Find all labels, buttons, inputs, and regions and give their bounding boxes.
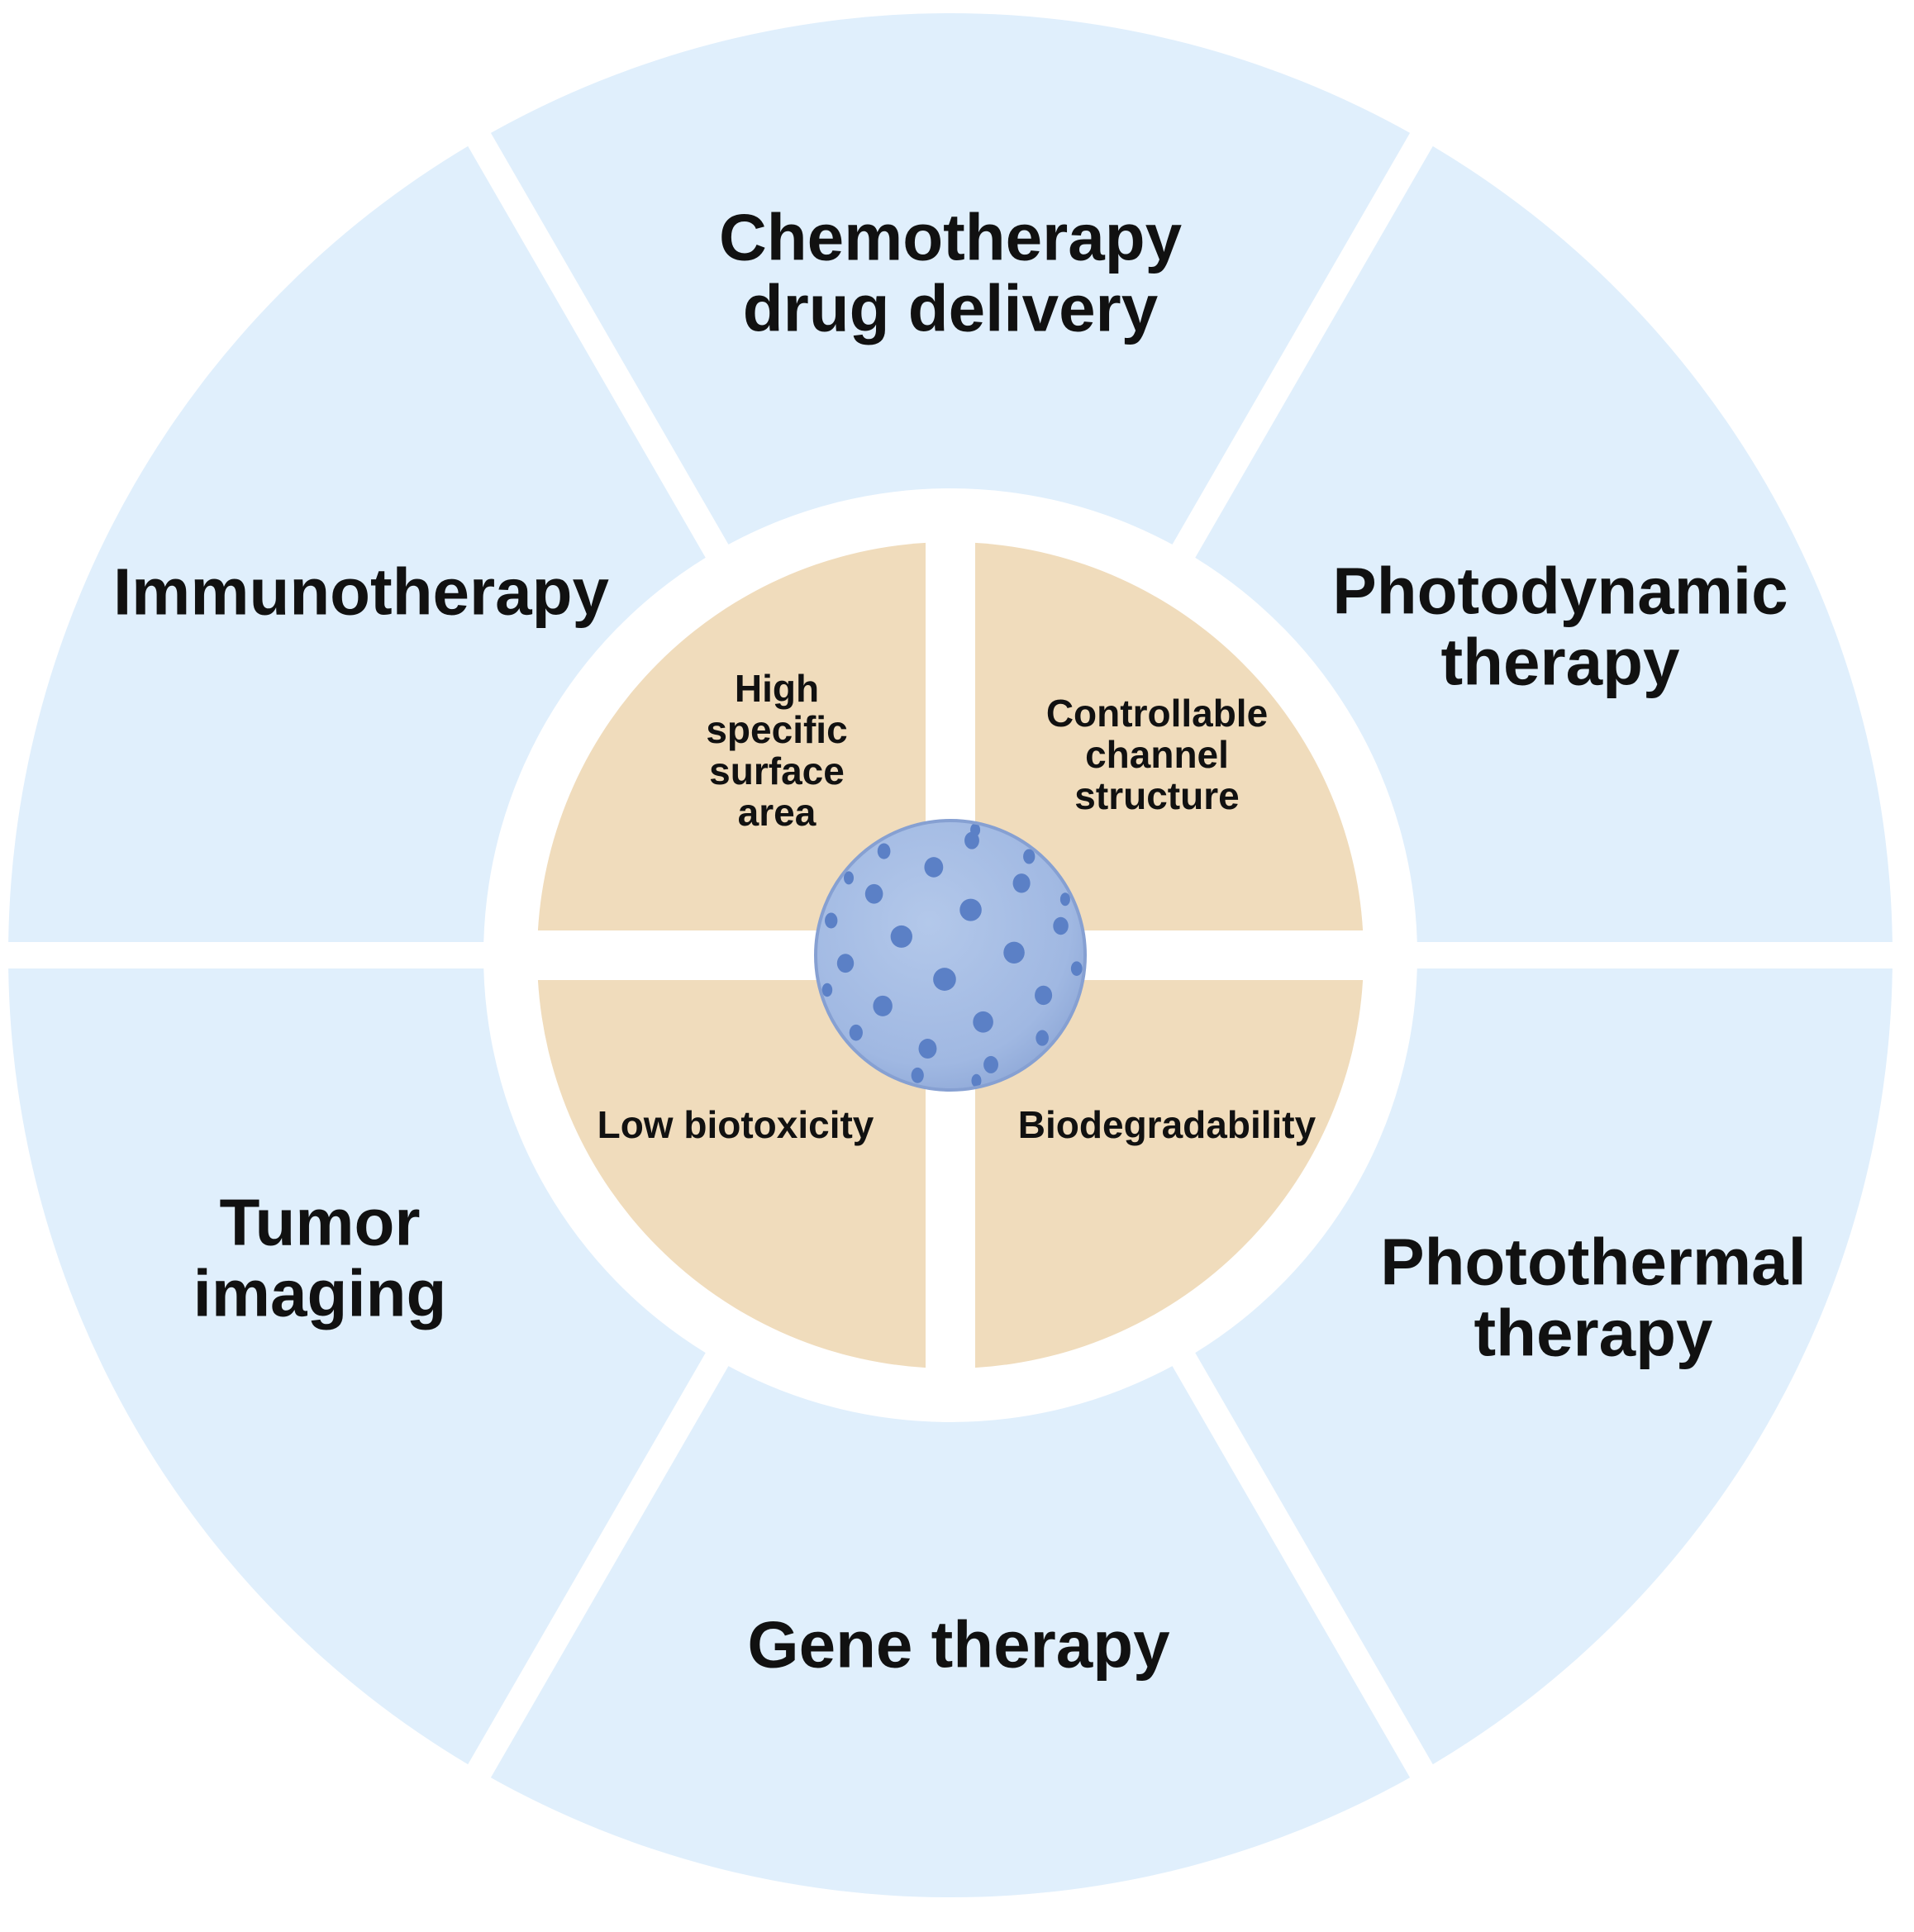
label-photodynamic-line: therapy (1441, 626, 1680, 699)
mesoporous-nanoparticle-icon (814, 819, 1087, 1092)
segment-immunotherapy (8, 145, 706, 943)
quadrant-biodegradability (975, 980, 1364, 1368)
pore (1023, 849, 1036, 864)
pore (1035, 985, 1053, 1006)
pore (970, 823, 981, 837)
outer-ring (8, 12, 1893, 1897)
quadrant-channel (975, 542, 1364, 930)
pore (821, 983, 833, 997)
pore (983, 1055, 998, 1073)
pore (1012, 873, 1031, 893)
label-channel-line: structure (1074, 774, 1239, 817)
label-gene: Gene therapy (747, 1608, 1170, 1682)
segment-tumor-imaging (8, 968, 706, 1765)
label-immunotherapy: Immunotherapy (113, 555, 610, 629)
quadrant-biotoxicity (537, 980, 926, 1368)
pore (844, 871, 855, 885)
label-chemotherapy-line: Chemotherapy (719, 201, 1183, 274)
segment-photothermal (1195, 968, 1893, 1765)
label-photodynamic-line: Photodynamic (1332, 554, 1788, 628)
pore (877, 843, 891, 859)
pore (973, 1011, 993, 1033)
pore (1059, 892, 1070, 907)
label-surface-area-line: surface (709, 749, 845, 792)
pore (1070, 961, 1083, 976)
label-biodegradability-line: Biodegradability (1018, 1103, 1316, 1146)
pore (1003, 941, 1025, 964)
pore (933, 968, 956, 991)
label-biotoxicity-line: Low biotoxicity (598, 1103, 874, 1146)
label-surface-area-line: area (738, 791, 817, 834)
label-tumor-imaging-line: Tumor (220, 1186, 421, 1259)
segment-chemotherapy (490, 12, 1411, 545)
pore (864, 883, 883, 904)
label-surface-area-line: High (735, 667, 819, 710)
pore (825, 912, 838, 929)
pore (1053, 916, 1069, 935)
pore (911, 1067, 924, 1083)
label-surface-area-line: specific (706, 708, 847, 751)
label-tumor-imaging-line: imaging (193, 1257, 447, 1330)
pore (971, 1073, 982, 1087)
label-chemotherapy-line: drug delivery (743, 272, 1159, 345)
label-immunotherapy-line: Immunotherapy (113, 555, 610, 629)
pore (873, 995, 893, 1016)
label-channel-line: Controllable (1046, 692, 1268, 735)
segment-photodynamic (1195, 145, 1893, 943)
label-photothermal-line: Photothermal (1380, 1225, 1807, 1299)
label-channel-line: channel (1085, 733, 1229, 776)
label-biodegradability: Biodegradability (1018, 1103, 1316, 1146)
pore (836, 954, 855, 973)
pore (924, 857, 944, 878)
pore (959, 898, 982, 921)
pore (849, 1024, 863, 1041)
quadrant-surface-area (537, 542, 926, 930)
pore (1036, 1030, 1049, 1046)
segment-gene (490, 1366, 1411, 1897)
inner-disc (537, 542, 1364, 1368)
label-photothermal-line: therapy (1474, 1297, 1713, 1370)
pore (918, 1039, 937, 1059)
label-gene-line: Gene therapy (747, 1608, 1170, 1682)
pore (890, 925, 912, 948)
label-biotoxicity: Low biotoxicity (598, 1103, 874, 1146)
